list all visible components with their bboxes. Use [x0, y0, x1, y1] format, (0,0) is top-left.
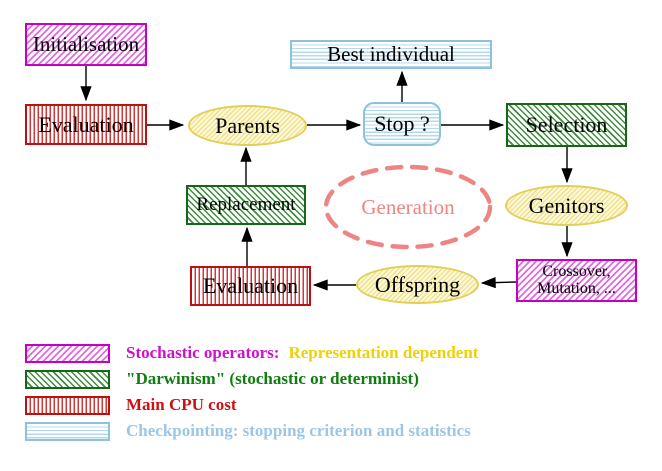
legend-swatch-green-hatch: [25, 369, 110, 389]
node-crossover-mutation: Crossover, Mutation, ...: [516, 259, 637, 302]
generation-cycle-label: Generation: [361, 194, 455, 219]
legend-row-stochastic-operators: Stochastic operators: Representation dep…: [25, 343, 479, 363]
legend-row-main-cpu-cost: Main CPU cost: [25, 395, 237, 415]
crossover-line2: Mutation, ...: [537, 279, 616, 297]
crossover-line1: Crossover,: [542, 262, 611, 280]
legend-label-darwinism: "Darwinism" (stochastic or determinist): [126, 369, 419, 388]
legend-label-main-cpu-cost: Main CPU cost: [126, 395, 237, 414]
node-best-individual: Best individual: [290, 40, 492, 69]
node-replacement: Replacement: [186, 185, 306, 225]
node-stop-test: Stop ?: [363, 102, 441, 146]
node-offspring: Offspring: [356, 265, 479, 304]
node-evaluation-top: Evaluation: [25, 104, 147, 145]
legend-label-representation-dependent: Representation dependent: [288, 343, 479, 362]
node-parents: Parents: [188, 105, 307, 146]
node-genitors: Genitors: [505, 185, 628, 226]
legend-row-checkpointing: Checkpointing: stopping criterion and st…: [25, 421, 471, 441]
legend-swatch-cyan-stripes: [25, 421, 110, 441]
node-initialisation: Initialisation: [25, 23, 147, 66]
node-evaluation-bottom: Evaluation: [190, 266, 311, 306]
legend-row-darwinism: "Darwinism" (stochastic or determinist): [25, 369, 419, 389]
legend-swatch-magenta-hatch: [25, 343, 110, 363]
legend-label-stochastic-operators: Stochastic operators:: [126, 343, 280, 362]
legend-label-checkpointing: Checkpointing: stopping criterion and st…: [126, 421, 471, 440]
node-selection: Selection: [506, 103, 627, 147]
legend-swatch-red-stripes: [25, 395, 110, 415]
